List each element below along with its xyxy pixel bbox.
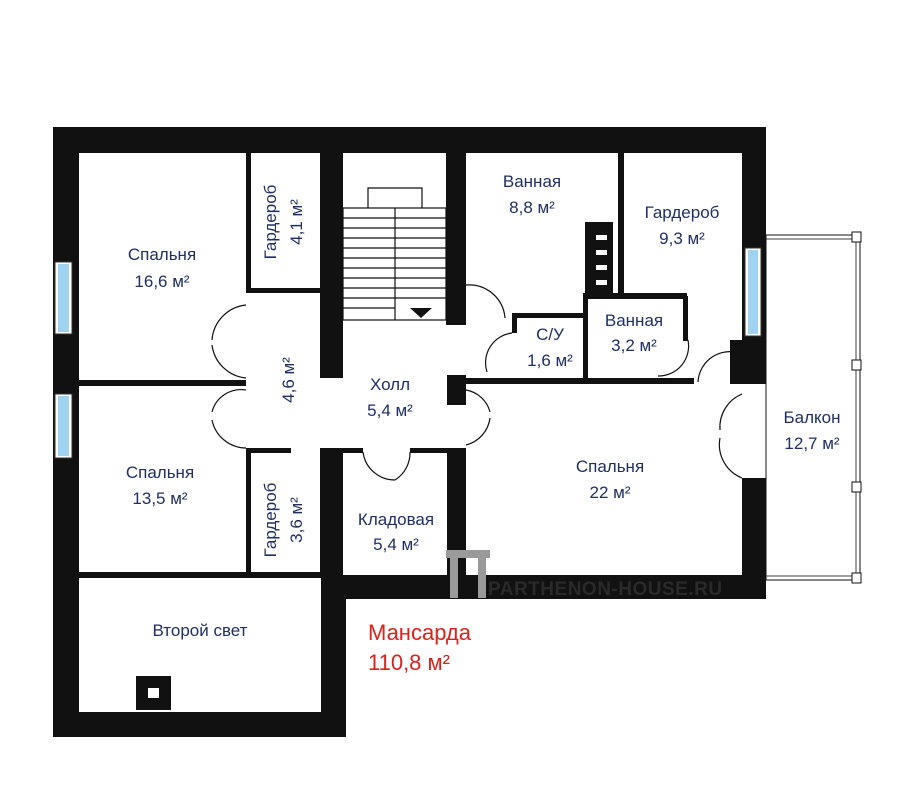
room-storage: Кладовая 5,4 м²	[358, 510, 434, 554]
vent-shaft	[585, 222, 613, 298]
room-wc: С/У 1,6 м²	[527, 325, 573, 370]
room-name: Гардероб	[645, 203, 720, 222]
second-light-column	[136, 676, 171, 710]
watermark-text: PARTHENON-HOUSE.RU	[488, 579, 723, 600]
room-name: Гардероб	[261, 184, 280, 259]
room-name: Второй свет	[153, 621, 248, 640]
room-area: 4,6 м²	[279, 357, 298, 403]
floor-title: Мансарда 110,8 м²	[368, 620, 472, 675]
room-name: Спальня	[128, 245, 196, 264]
staircase	[342, 187, 447, 321]
room-name: С/У	[536, 325, 564, 344]
room-name: Спальня	[576, 457, 644, 476]
interior-walls	[79, 153, 766, 578]
room-area: 16,6 м²	[134, 272, 189, 291]
room-area: 13,5 м²	[132, 489, 187, 508]
room-area: 3,6 м²	[287, 497, 306, 543]
watermark: PARTHENON-HOUSE.RU	[446, 550, 723, 600]
room-bathroom-2: Ванная 3,2 м²	[605, 311, 663, 355]
balcony-railing	[765, 231, 862, 584]
room-wardrobe-2: Гардероб 9,3 м²	[645, 203, 720, 248]
room-wardrobe-3: Гардероб 3,6 м²	[261, 482, 306, 557]
room-area: 5,4 м²	[367, 401, 413, 420]
doors	[211, 284, 743, 481]
floor-total-area: 110,8 м²	[368, 650, 450, 675]
room-name: Ванная	[605, 311, 663, 330]
room-name: Ванная	[503, 172, 561, 191]
room-name: Кладовая	[358, 510, 434, 529]
room-corridor: 4,6 м²	[279, 357, 298, 403]
room-name: Балкон	[783, 408, 840, 427]
room-bedroom-1: Спальня 16,6 м²	[128, 245, 196, 291]
room-name: Холл	[370, 375, 410, 394]
room-area: 5,4 м²	[373, 535, 419, 554]
room-balcony: Балкон 12,7 м²	[783, 408, 840, 453]
room-area: 1,6 м²	[527, 351, 573, 370]
windows	[54, 247, 762, 459]
room-name: Спальня	[126, 463, 194, 482]
room-area: 8,8 м²	[509, 198, 555, 217]
room-bedroom-3: Спальня 22 м²	[576, 457, 644, 502]
room-wardrobe-1: Гардероб 4,1 м²	[261, 184, 306, 259]
room-area: 9,3 м²	[659, 229, 705, 248]
room-area: 12,7 м²	[784, 434, 839, 453]
room-bathroom-1: Ванная 8,8 м²	[503, 172, 561, 217]
room-hall: Холл 5,4 м²	[367, 375, 413, 420]
room-second-light: Второй свет	[153, 621, 248, 640]
room-area: 22 м²	[590, 483, 631, 502]
room-name: Гардероб	[261, 482, 280, 557]
room-bedroom-2: Спальня 13,5 м²	[126, 463, 194, 508]
room-area: 3,2 м²	[611, 336, 657, 355]
floor-name: Мансарда	[368, 620, 472, 645]
room-area: 4,1 м²	[287, 199, 306, 245]
